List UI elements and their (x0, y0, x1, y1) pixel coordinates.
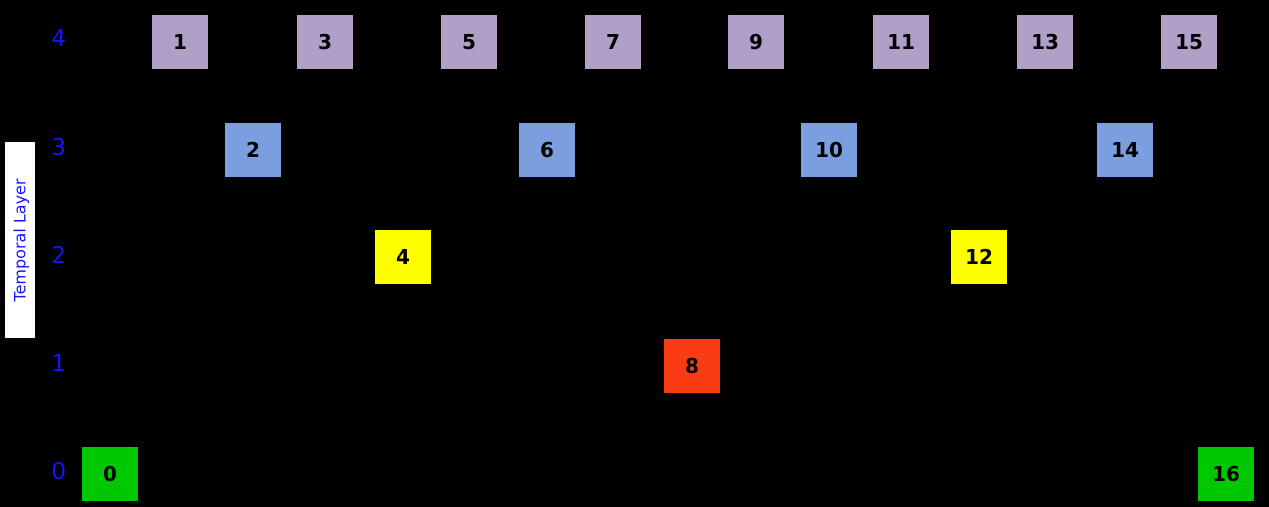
y-axis-title-label: Temporal Layer (10, 178, 30, 302)
node-14[interactable]: 14 (1096, 122, 1154, 178)
node-3[interactable]: 3 (296, 14, 354, 70)
node-2[interactable]: 2 (224, 122, 282, 178)
y-axis-title-plaque: Temporal Layer (5, 142, 35, 338)
node-6[interactable]: 6 (518, 122, 576, 178)
y-axis-tick-2: 2 (51, 243, 66, 269)
y-axis-tick-0: 0 (51, 459, 66, 485)
node-8[interactable]: 8 (663, 338, 721, 394)
node-12[interactable]: 12 (950, 229, 1008, 285)
node-7[interactable]: 7 (584, 14, 642, 70)
node-16[interactable]: 16 (1197, 446, 1255, 502)
y-axis-tick-3: 3 (51, 135, 66, 161)
node-4[interactable]: 4 (374, 229, 432, 285)
y-axis-tick-1: 1 (51, 351, 66, 377)
node-5[interactable]: 5 (440, 14, 498, 70)
node-15[interactable]: 15 (1160, 14, 1218, 70)
node-11[interactable]: 11 (872, 14, 930, 70)
node-13[interactable]: 13 (1016, 14, 1074, 70)
y-axis-tick-4: 4 (51, 26, 66, 52)
node-9[interactable]: 9 (727, 14, 785, 70)
node-1[interactable]: 1 (151, 14, 209, 70)
node-10[interactable]: 10 (800, 122, 858, 178)
node-0[interactable]: 0 (81, 446, 139, 502)
